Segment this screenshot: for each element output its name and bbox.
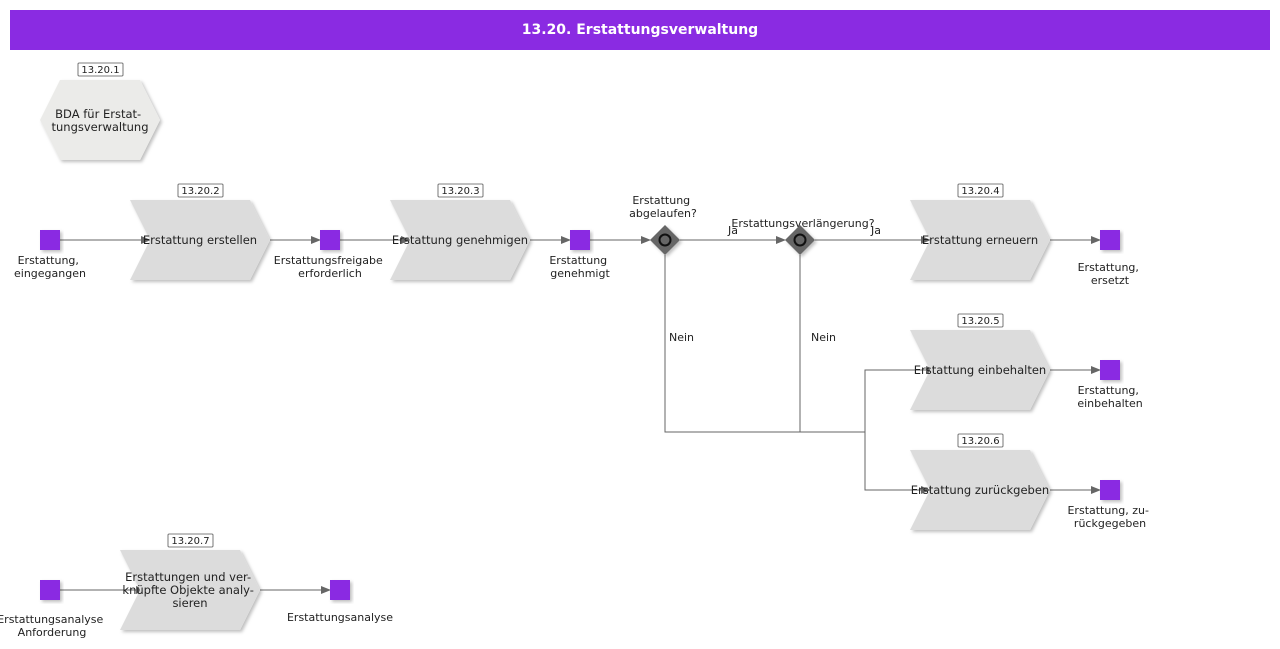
svg-text:Erstattung, einbehalten: Erstattung, einbehalten: [1077, 384, 1142, 410]
edges: [60, 236, 1101, 594]
svg-text:Erstattung genehmigen: Erstattung genehmigen: [392, 233, 528, 247]
event-einbehalten[interactable]: Erstattung, einbehalten: [1077, 360, 1143, 410]
svg-text:Erstattungsanalyse: Erstattungsanalyse: [287, 611, 393, 624]
edge-label-yes-2: Ja: [870, 224, 881, 237]
svg-text:Erstattungsverlängerung?: Erstattungsverlängerung?: [731, 217, 874, 230]
event-zurueckgegeben[interactable]: Erstattung, zu- rückgegeben: [1067, 480, 1152, 530]
function-analysieren[interactable]: 13.20.7 Erstattungen und ver- knüpfte Ob…: [120, 533, 260, 630]
svg-text:13.20.7: 13.20.7: [171, 536, 209, 547]
svg-text:13.20.6: 13.20.6: [961, 436, 999, 447]
event-analyse[interactable]: Erstattungsanalyse: [287, 580, 393, 624]
function-label: BDA für Erstat- tungsverwaltung: [51, 107, 148, 134]
svg-text:Erstattungsanalyse Anfor: Erstattungsanalyse Anforderung: [0, 613, 107, 639]
event-analyse-anforderung[interactable]: Erstattungsanalyse Anforderung: [0, 580, 107, 639]
or-gateway-icon: [793, 233, 807, 247]
svg-text:Erstattung zurückgeben: Erstattung zurückgeben: [911, 483, 1049, 497]
svg-text:13.20.3: 13.20.3: [441, 186, 479, 197]
gateway-verlaengerung[interactable]: Erstattungsverlängerung?: [731, 217, 875, 255]
svg-text:Erstattung abgelaufen?: Erstattung abgelaufen?: [629, 194, 697, 220]
function-einbehalten[interactable]: 13.20.5 Erstattung einbehalten: [910, 313, 1050, 410]
svg-text:Erstattung, ersetzt: Erstattung, ersetzt: [1078, 261, 1143, 287]
function-genehmigen[interactable]: 13.20.3 Erstattung genehmigen: [390, 183, 530, 280]
event-eingegangen[interactable]: Erstattung, eingegangen: [14, 230, 86, 280]
gateway-abgelaufen[interactable]: Erstattung abgelaufen?: [629, 194, 697, 255]
function-zurueckgeben[interactable]: 13.20.6 Erstattung zurückgeben: [910, 433, 1050, 530]
svg-text:Erstattung genehmigt: Erstattung genehmigt: [549, 254, 610, 280]
edge-to-f6: [864, 432, 931, 494]
svg-text:13.20.5: 13.20.5: [961, 316, 999, 327]
svg-text:Erstattung, eingegangen: Erstattung, eingegangen: [14, 254, 86, 280]
svg-text:Erstattungsfreigabe erfo: Erstattungsfreigabe erforderlich: [274, 254, 387, 280]
svg-text:Erstattung erstellen: Erstattung erstellen: [143, 233, 257, 247]
svg-text:Erstattungen und ver- kn: Erstattungen und ver- knüpfte Objekte an…: [122, 570, 257, 610]
function-erstellen[interactable]: 13.20.2 Erstattung erstellen: [130, 183, 270, 280]
svg-text:13.20.2: 13.20.2: [181, 186, 219, 197]
svg-text:13.20.4: 13.20.4: [961, 186, 999, 197]
or-gateway-icon: [658, 233, 672, 247]
event-genehmigt[interactable]: Erstattung genehmigt: [549, 230, 610, 280]
function-erneuern[interactable]: 13.20.4 Erstattung erneuern: [910, 183, 1050, 280]
edge-label-no-1: Nein: [669, 331, 694, 344]
svg-text:Erstattung, zu- rückgege: Erstattung, zu- rückgegeben: [1067, 504, 1152, 530]
svg-text:Erstattung einbehalten: Erstattung einbehalten: [914, 363, 1046, 377]
edge-g1-no: [664, 255, 865, 433]
svg-text:Erstattung erneuern: Erstattung erneuern: [922, 233, 1038, 247]
edge-label-no-2: Nein: [811, 331, 836, 344]
event-freigabe-erforderlich[interactable]: Erstattungsfreigabe erforderlich: [274, 230, 387, 280]
function-id: 13.20.1: [81, 65, 119, 76]
event-ersetzt[interactable]: Erstattung, ersetzt: [1078, 230, 1143, 287]
edge-label-yes-1: Ja: [727, 224, 738, 237]
page-title: 13.20. Erstattungsverwaltung: [10, 10, 1270, 50]
function-bda[interactable]: 13.20.1 BDA für Erstat- tungsverwaltung: [40, 62, 160, 160]
edge-to-f5: [864, 366, 936, 432]
